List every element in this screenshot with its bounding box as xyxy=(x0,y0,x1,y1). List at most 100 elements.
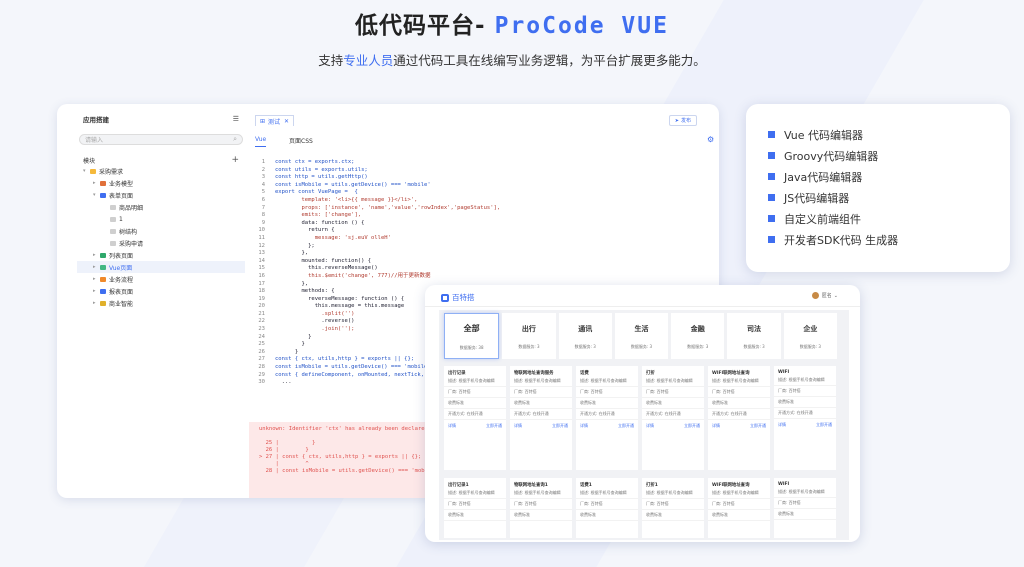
category-tab-6[interactable]: 企业数据服务: 3 xyxy=(783,313,837,359)
card-vendor: 厂商: 百特搭 xyxy=(774,498,836,509)
tab-test[interactable]: ⊞测试✕ xyxy=(255,115,295,126)
tree-item[interactable]: ▸Vue页面 xyxy=(77,261,245,273)
open-service-link[interactable]: 立即开通 xyxy=(552,423,568,428)
code-text: .split('') xyxy=(275,310,355,317)
line-number: 25 xyxy=(258,341,265,348)
category-tab-5[interactable]: 司法数据服务: 3 xyxy=(727,313,781,359)
code-text: .join(''); xyxy=(275,326,355,333)
tree-item-label: 采购申请 xyxy=(119,240,144,248)
tree-item[interactable]: ▾表单页面 xyxy=(77,189,245,201)
card-vendor: 厂商: 百特搭 xyxy=(510,387,572,398)
category-count: 数据服务: 3 xyxy=(518,344,540,349)
service-card[interactable]: 话费描述: 根据手机号查询编辑厂商: 百特搭收费标准开通方式: 在线开通详情立即… xyxy=(576,366,638,470)
card-vendor: 厂商: 百特搭 xyxy=(642,499,704,510)
search-icon[interactable]: ⌕ xyxy=(233,135,237,143)
line-number: 10 xyxy=(258,227,265,234)
code-text: template: '<li>{{ message }}</li>', xyxy=(275,196,418,203)
detail-link[interactable]: 详情 xyxy=(712,423,720,428)
open-service-link[interactable]: 立即开通 xyxy=(486,423,502,428)
detail-link[interactable]: 详情 xyxy=(580,423,588,428)
chevron-icon[interactable]: ▸ xyxy=(93,252,96,258)
code-text: export const VuePage = { xyxy=(275,189,358,196)
category-name: 全部 xyxy=(463,324,480,333)
settings-icon[interactable]: ⚙ xyxy=(707,135,715,144)
tree-item[interactable]: ▾ 采购需求 xyxy=(77,165,245,177)
page-icon: ⊞ xyxy=(260,117,266,125)
service-card[interactable]: 出行记录描述: 根据手机号查询编辑厂商: 百特搭收费标准开通方式: 在线开通详情… xyxy=(444,366,506,470)
service-card[interactable]: WIFI联网地址查询描述: 根据手机号查询编辑厂商: 百特搭收费标准开通方式: … xyxy=(708,366,770,470)
plus-icon[interactable]: + xyxy=(231,155,239,165)
open-service-link[interactable]: 立即开通 xyxy=(816,422,832,427)
card-price: 收费标准 xyxy=(642,398,704,409)
chevron-icon[interactable]: ▸ xyxy=(93,276,96,282)
detail-link[interactable]: 详情 xyxy=(778,422,786,427)
category-tab-4[interactable]: 金融数据服务: 3 xyxy=(671,313,725,359)
tab-vue[interactable]: Vue xyxy=(255,136,267,147)
tree-item-label: 树结构 xyxy=(119,228,138,236)
chevron-icon[interactable]: ▸ xyxy=(93,288,96,294)
tree-item[interactable]: ▸业务流程 xyxy=(77,273,245,285)
open-service-link[interactable]: 立即开通 xyxy=(618,423,634,428)
line-number: 9 xyxy=(261,219,265,226)
chevron-icon[interactable]: ▸ xyxy=(93,300,96,306)
service-card[interactable]: WIFI联网地址查询描述: 根据手机号查询编辑厂商: 百特搭收费标准 xyxy=(708,478,770,538)
line-number: 2 xyxy=(261,166,265,173)
editor-tabbar: ⊞测试✕ ➤发布 xyxy=(249,112,719,126)
open-service-link[interactable]: 立即开通 xyxy=(684,423,700,428)
hero-title-main: 低代码平台- xyxy=(355,13,495,39)
tree-item[interactable]: ▸列表页面 xyxy=(77,249,245,261)
category-tab-2[interactable]: 通讯数据服务: 3 xyxy=(558,313,612,359)
chevron-icon[interactable]: ▾ xyxy=(93,192,96,198)
card-title: WIFI xyxy=(778,482,790,487)
tab-page-css[interactable]: 页面CSS xyxy=(289,138,313,145)
chevron-icon[interactable]: ▸ xyxy=(93,264,96,270)
sidebar-header: 应用搭建 ☰ xyxy=(77,112,245,126)
list-icon[interactable]: ☰ xyxy=(232,115,239,123)
card-desc: 描述: 根据手机号查询编辑 xyxy=(708,488,770,499)
line-number: 19 xyxy=(258,295,265,302)
tree-item[interactable]: 1 xyxy=(77,213,245,225)
tree-item[interactable]: 采购申请 xyxy=(77,237,245,249)
app-header: 百特搭 匿名⌄ xyxy=(425,285,860,307)
category-tab-1[interactable]: 出行数据服务: 3 xyxy=(502,313,556,359)
detail-link[interactable]: 详情 xyxy=(514,423,522,428)
sidebar-search-input[interactable]: 请输入 ⌕ xyxy=(79,134,243,145)
user-menu[interactable]: 匿名⌄ xyxy=(811,292,838,299)
code-text: ... xyxy=(275,379,292,386)
close-icon[interactable]: ✕ xyxy=(284,117,290,125)
chevron-icon[interactable]: ▸ xyxy=(93,180,96,186)
open-service-link[interactable]: 立即开通 xyxy=(750,423,766,428)
tree-item[interactable]: 商品明细 xyxy=(77,201,245,213)
code-line: 16 this.$emit('change', 777)//用于更新数据 xyxy=(249,273,719,281)
line-number: 5 xyxy=(261,189,265,196)
tree-item[interactable]: ▸报表页面 xyxy=(77,285,245,297)
flow-icon xyxy=(100,276,106,282)
service-card[interactable]: 物联网地址查询服务描述: 根据手机号查询编辑厂商: 百特搭收费标准开通方式: 在… xyxy=(510,366,572,470)
card-desc: 描述: 根据手机号查询编辑 xyxy=(510,376,572,387)
line-number: 3 xyxy=(261,174,265,181)
detail-link[interactable]: 详情 xyxy=(448,423,456,428)
publish-button[interactable]: ➤发布 xyxy=(668,115,697,126)
card-desc: 描述: 根据手机号查询编辑 xyxy=(444,488,506,499)
card-actions: 详情 立即开通 xyxy=(774,419,836,431)
tree-item[interactable]: 树结构 xyxy=(77,225,245,237)
detail-link[interactable]: 详情 xyxy=(646,423,654,428)
tree-item-label: 采购需求 xyxy=(99,168,124,176)
category-tab-3[interactable]: 生活数据服务: 3 xyxy=(614,313,669,359)
category-tab-0[interactable]: 全部数据服务: 38 xyxy=(444,313,500,359)
service-card[interactable]: 打折描述: 根据手机号查询编辑厂商: 百特搭收费标准开通方式: 在线开通详情立即… xyxy=(642,366,704,470)
code-text: const http = utils.getHttp() xyxy=(275,174,368,181)
bullet-icon xyxy=(768,152,775,159)
chevron-icon[interactable]: ▾ xyxy=(83,168,86,174)
tree-item[interactable]: ▸业务模型 xyxy=(77,177,245,189)
tree-item[interactable]: ▸商业智能 xyxy=(77,297,245,309)
